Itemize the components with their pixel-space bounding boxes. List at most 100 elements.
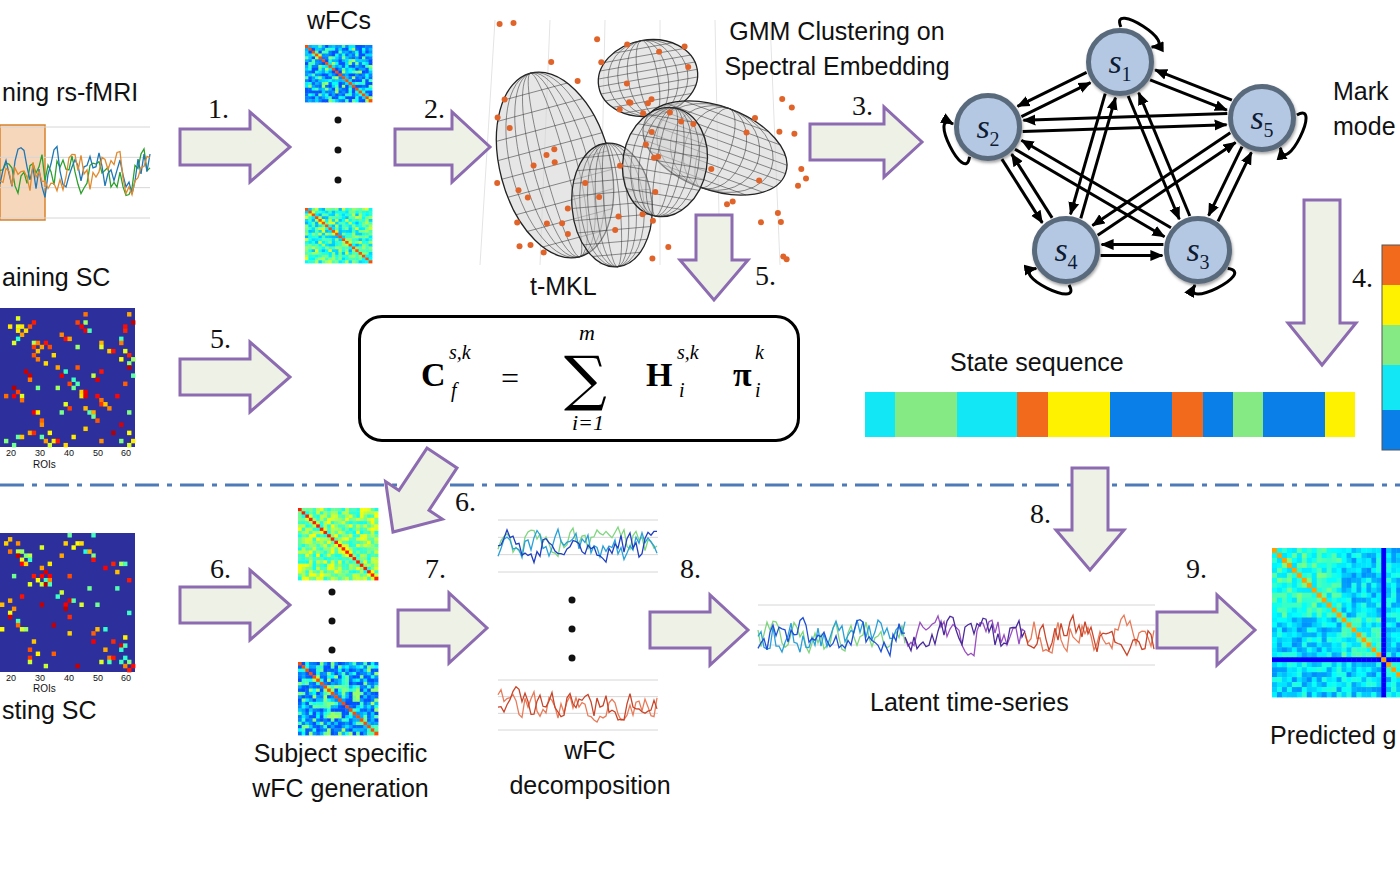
matrix-cell (342, 695, 346, 699)
matrix-cell (349, 236, 353, 239)
matrix-cell (345, 79, 349, 82)
matrix-cell (353, 662, 357, 666)
matrix-cell (52, 652, 56, 656)
matrix-cell (363, 521, 367, 525)
matrix-cell (374, 692, 378, 696)
matrix-cell (309, 725, 313, 729)
matrix-cell (349, 93, 353, 96)
matrix-cell (327, 515, 331, 519)
matrix-cell (325, 236, 329, 239)
matrix-cell (349, 547, 353, 551)
matrix-cell (352, 252, 356, 255)
matrix-cell (318, 247, 322, 250)
matrix-cell (363, 537, 367, 541)
matrix-cell (349, 208, 353, 211)
matrix-cell (302, 708, 306, 712)
matrix-cell (308, 62, 312, 65)
matrix-cell (64, 369, 68, 373)
matrix-cell (331, 564, 335, 568)
matrix-cell (349, 258, 353, 261)
matrix-cell (320, 692, 324, 696)
matrix-cell (316, 662, 320, 666)
matrix-cell (119, 341, 123, 345)
matrix-cell (331, 692, 335, 696)
matrix-cell (374, 708, 378, 712)
matrix-cell (345, 85, 349, 88)
matrix-cell (355, 88, 359, 91)
matrix-heatmap (305, 45, 372, 102)
matrix-cell (369, 233, 373, 236)
matrix-cell (325, 241, 329, 244)
matrix-cell (365, 244, 369, 247)
matrix-cell (320, 537, 324, 541)
matrix-cell (339, 85, 343, 88)
matrix-heatmap (0, 533, 135, 672)
matrix-cell (356, 685, 360, 689)
matrix-cell (316, 518, 320, 522)
matrix-cell (305, 62, 309, 65)
matrix-cell (305, 247, 309, 250)
matrix-cell (353, 541, 357, 545)
matrix-cell (325, 227, 329, 230)
matrix-cell (315, 216, 319, 219)
matrix-cell (369, 48, 373, 51)
matrix-cell (20, 627, 24, 631)
matrix-cell (334, 705, 338, 709)
matrix-cell (302, 679, 306, 683)
matrix-cell (335, 244, 339, 247)
matrix-cell (353, 557, 357, 561)
matrix-cell (323, 689, 327, 693)
matrix-cell (349, 71, 353, 74)
matrix-cell (327, 695, 331, 699)
matrix-cell (327, 508, 331, 512)
matrix-cell (313, 662, 317, 666)
matrix-cell (349, 54, 353, 57)
matrix-cell (365, 45, 369, 48)
matrix-cell (349, 560, 353, 564)
matrix-cell (332, 236, 336, 239)
matrix-cell (320, 577, 324, 581)
matrix-cell (345, 669, 349, 673)
matrix-cell (309, 544, 313, 548)
matrix-cell (345, 238, 349, 241)
matrix-cell (318, 230, 322, 233)
matrix-cell (320, 515, 324, 519)
matrix-cell (331, 715, 335, 719)
matrix-cell (312, 236, 316, 239)
matrix-cell (335, 211, 339, 214)
matrix-cell (335, 96, 339, 99)
matrix-cell (68, 533, 72, 537)
matrix-cell (345, 722, 349, 726)
matrix-cell (342, 260, 346, 263)
matrix-cell (356, 567, 360, 571)
matrix-cell (322, 238, 326, 241)
matrix-cell (345, 577, 349, 581)
matrix-cell (298, 705, 302, 709)
matrix-cell (369, 244, 373, 247)
matrix-cell (323, 722, 327, 726)
matrix-cell (323, 511, 327, 515)
matrix-cell (308, 79, 312, 82)
matrix-cell (8, 324, 12, 328)
matrix-cell (360, 508, 364, 512)
matrix-cell (356, 669, 360, 673)
matrix-cell (323, 554, 327, 558)
matrix-cell (302, 560, 306, 564)
matrix-cell (362, 238, 366, 241)
matrix-cell (334, 692, 338, 696)
matrix-cell (325, 214, 329, 217)
matrix-cell (318, 71, 322, 74)
matrix-cell (362, 71, 366, 74)
matrix-cell (365, 93, 369, 96)
matrix-cell (356, 511, 360, 515)
matrix-cell (349, 244, 353, 247)
matrix-cell (352, 222, 356, 225)
matrix-cell (339, 227, 343, 230)
matrix-cell (24, 369, 28, 373)
sequence-segment (1203, 392, 1233, 437)
matrix-cell (338, 695, 342, 699)
matrix-cell (327, 722, 331, 726)
matrix-cell (367, 567, 371, 571)
matrix-cell (323, 567, 327, 571)
matrix-cell (356, 554, 360, 558)
